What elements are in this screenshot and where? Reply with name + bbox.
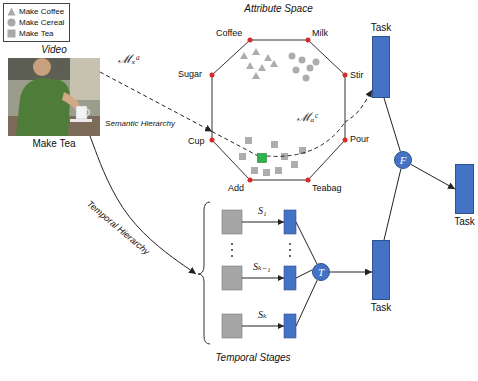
temporal-stage-blocks bbox=[196, 200, 310, 346]
stage-symbol: Sₖ₋₁ bbox=[253, 261, 270, 273]
task-box: Task bbox=[455, 164, 474, 214]
video-frame: VideoMake Tea bbox=[8, 58, 100, 136]
arrow bbox=[330, 272, 372, 273]
stage-symbol: S₁ bbox=[258, 205, 266, 217]
edge-label: Semantic Hierarchy bbox=[105, 119, 175, 129]
edge-label: ℳₐᶜ bbox=[297, 110, 318, 124]
node-heading: Make Tea bbox=[32, 138, 75, 150]
node-heading: Video bbox=[41, 44, 66, 56]
attribute-label: Sugar bbox=[178, 69, 202, 80]
temporal-stages: Temporal Stages bbox=[196, 200, 310, 346]
connector-line bbox=[384, 98, 400, 151]
connector-line bbox=[384, 169, 401, 240]
stage-symbol: Sₖ bbox=[258, 309, 267, 321]
node-symbol: F bbox=[400, 155, 407, 166]
node-symbol: T bbox=[318, 267, 324, 278]
dashed-arrow bbox=[100, 72, 212, 131]
attribute-label: Cup bbox=[188, 136, 205, 147]
edge-label: Temporal Hierarchy bbox=[85, 199, 152, 258]
task-box: Task bbox=[372, 36, 390, 98]
node-heading: Temporal Stages bbox=[215, 352, 290, 364]
node-heading: Task bbox=[371, 22, 392, 34]
legend-symbol bbox=[7, 7, 16, 16]
legend-text: Make Coffee bbox=[19, 7, 64, 16]
node-heading: Task bbox=[454, 216, 475, 228]
fusion-circle: F bbox=[394, 151, 412, 169]
task-box: Task bbox=[372, 240, 390, 300]
math-symbol: ℳₓᵃ bbox=[118, 52, 140, 66]
legend-symbol bbox=[7, 18, 16, 27]
legend-text: Make Cereal bbox=[19, 18, 64, 27]
arrow bbox=[411, 164, 455, 189]
video-frame-photo bbox=[8, 58, 100, 136]
legend-row: Make Cereal bbox=[7, 17, 64, 28]
legend: Make CoffeeMake CerealMake Tea bbox=[3, 3, 70, 42]
fusion-circle: T bbox=[312, 263, 330, 281]
attribute-label: Stir bbox=[350, 70, 364, 81]
node-heading: Task bbox=[371, 302, 392, 314]
dashed-arrow bbox=[345, 90, 372, 122]
legend-row: Make Tea bbox=[7, 28, 64, 39]
attribute-label: Coffee bbox=[216, 28, 242, 39]
attribute-label: Milk bbox=[312, 28, 328, 39]
attribute-space: Attribute Space bbox=[212, 40, 345, 180]
legend-text: Make Tea bbox=[19, 29, 54, 38]
legend-row: Make Coffee bbox=[7, 6, 64, 17]
attribute-label: Add bbox=[228, 183, 244, 194]
node-heading: Attribute Space bbox=[244, 3, 312, 15]
legend-symbol bbox=[7, 29, 16, 38]
attribute-label: Pour bbox=[350, 134, 369, 145]
attribute-octagon bbox=[212, 40, 345, 180]
attribute-label: Teabag bbox=[312, 183, 342, 194]
